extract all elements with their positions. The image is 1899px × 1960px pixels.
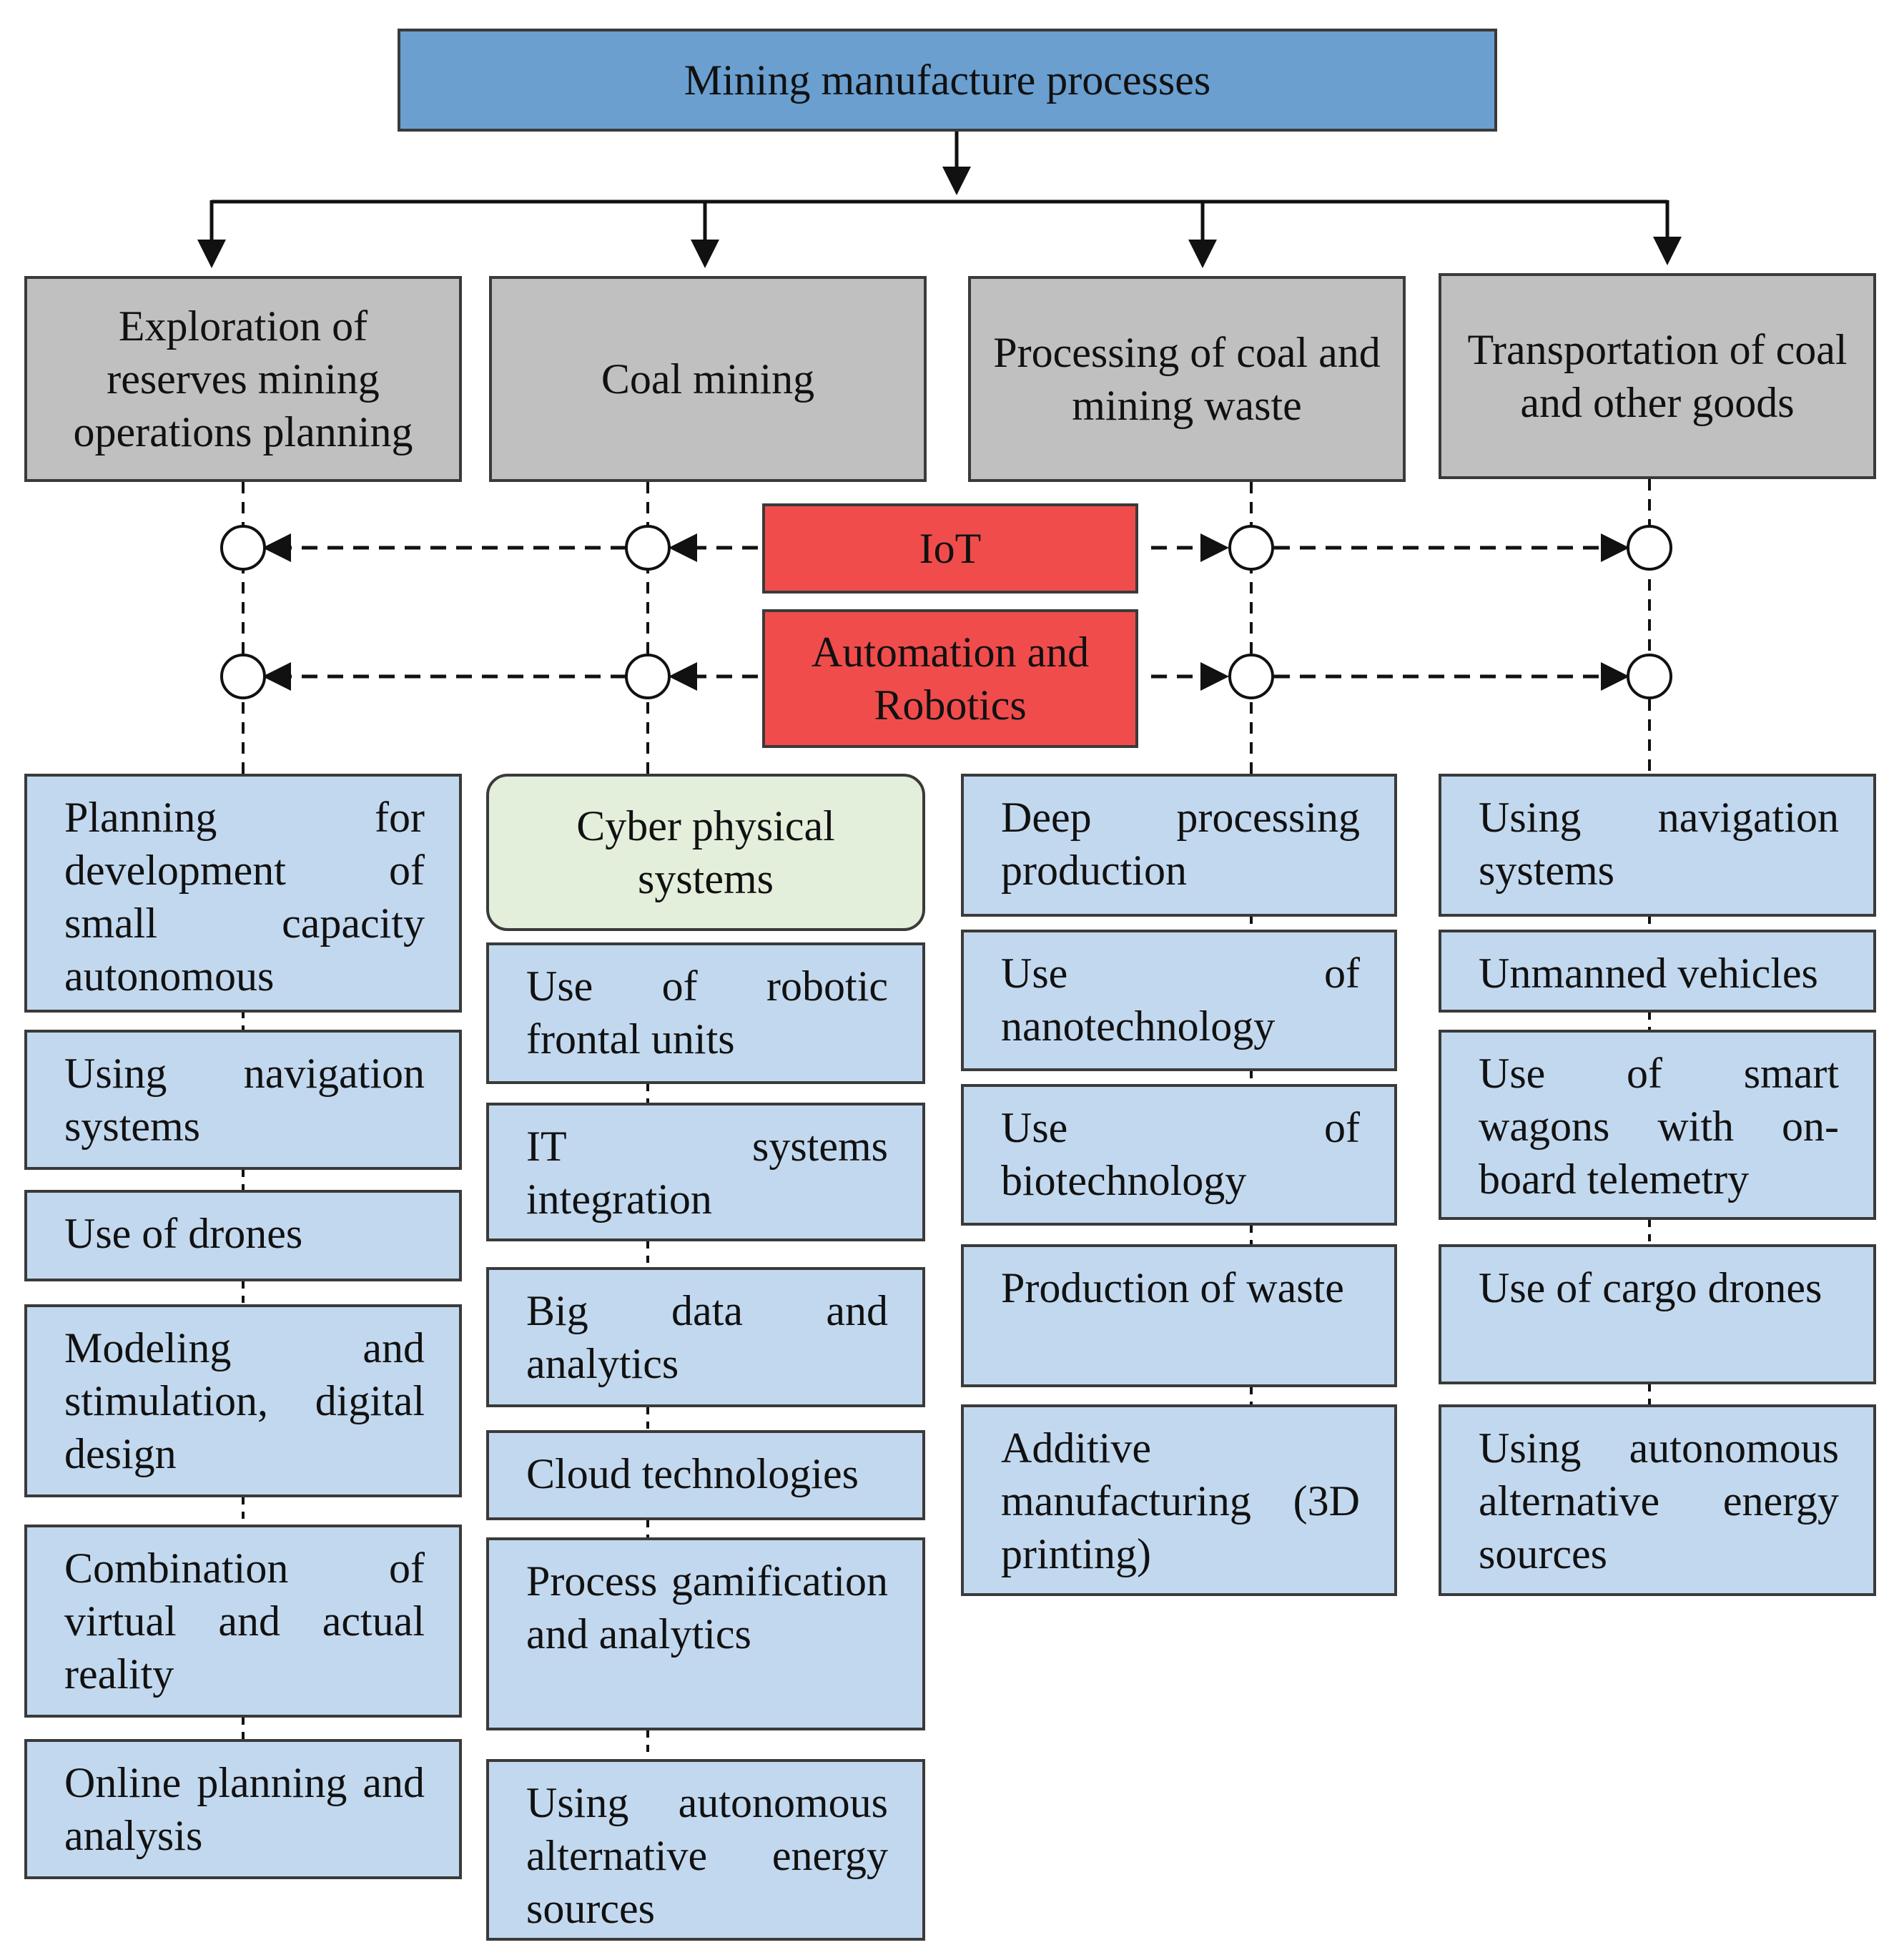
item-box: Using navigation systems (24, 1030, 462, 1170)
item-label: Use of cargo drones (1479, 1264, 1822, 1311)
node-circle (1228, 654, 1274, 699)
item-box: Use of biotechnology (961, 1084, 1397, 1226)
process-box-transportation: Transportation of coal and other goods (1439, 273, 1876, 479)
item-box: Production of waste (961, 1244, 1397, 1387)
item-label: Use of drones (64, 1210, 303, 1257)
process-box-coal-mining: Coal mining (489, 276, 927, 482)
item-box: Use of drones (24, 1190, 462, 1281)
node-circle (1228, 525, 1274, 571)
item-label: Use of biotechnology (1001, 1104, 1360, 1204)
item-box: Cloud technologies (486, 1430, 925, 1520)
item-box: Use of robotic frontal units (486, 942, 925, 1084)
item-box: Using navigation systems (1439, 774, 1876, 917)
item-box: Online planning and analysis (24, 1739, 462, 1879)
process-box-exploration: Exploration of reserves mining operation… (24, 276, 462, 482)
item-label: Online planning and analysis (64, 1759, 425, 1859)
item-box: Using autonomous alternative energy sour… (1439, 1404, 1876, 1596)
item-label: Use of nanotechnology (1001, 950, 1360, 1050)
node-circle (1627, 525, 1672, 571)
item-label: Using autonomous alternative energy sour… (1479, 1424, 1839, 1577)
item-label: Production of waste (1001, 1264, 1344, 1311)
node-circle (1627, 654, 1672, 699)
item-label: Additive manufacturing (3D printing) (1001, 1424, 1360, 1577)
item-label: Using navigation systems (64, 1050, 425, 1150)
item-label: Using navigation systems (1479, 794, 1839, 894)
item-box: Additive manufacturing (3D printing) (961, 1404, 1397, 1596)
item-label: Cloud technologies (526, 1450, 859, 1497)
item-label: Modeling and stimulation, digital design (64, 1324, 425, 1477)
technology-box-automation-robotics: Automation and Robotics (762, 609, 1138, 748)
item-box: Using autonomous alternative energy sour… (486, 1759, 925, 1941)
node-circle (220, 525, 266, 571)
process-label: Exploration of reserves mining operation… (73, 302, 413, 455)
item-box: Deep processing production (961, 774, 1397, 917)
item-box: Use of nanotechnology (961, 930, 1397, 1071)
item-label: Process gamification and analytics (526, 1557, 888, 1658)
item-label: Use of robotic frontal units (526, 962, 888, 1063)
cyber-physical-systems-box: Cyber physical systems (486, 774, 925, 931)
process-label: Transportation of coal and other goods (1467, 326, 1848, 426)
process-label: Processing of coal and mining waste (993, 329, 1381, 429)
item-label: Planning for development of small capaci… (64, 794, 425, 1000)
process-label: Coal mining (601, 355, 815, 403)
item-label: Deep processing production (1001, 794, 1360, 894)
item-label: Using autonomous alternative energy sour… (526, 1779, 888, 1932)
node-circle (625, 525, 671, 571)
technology-box-iot: IoT (762, 503, 1138, 594)
item-box: Big data and analytics (486, 1267, 925, 1407)
item-label: IT systems integration (526, 1123, 888, 1223)
item-box: Process gamification and analytics (486, 1537, 925, 1730)
item-box: Modeling and stimulation, digital design (24, 1304, 462, 1497)
root-label: Mining manufacture processes (684, 56, 1211, 104)
technology-label: Automation and Robotics (811, 629, 1090, 729)
node-circle (220, 654, 266, 699)
node-circle (625, 654, 671, 699)
item-box: Planning for development of small capaci… (24, 774, 462, 1013)
process-box-processing: Processing of coal and mining waste (968, 276, 1406, 482)
item-label: Big data and analytics (526, 1287, 888, 1387)
item-label: Combination of virtual and actual realit… (64, 1545, 425, 1698)
item-box: Unmanned vehicles (1439, 930, 1876, 1013)
item-label: Use of smart wagons with on-board teleme… (1479, 1050, 1839, 1203)
item-box: Use of smart wagons with on-board teleme… (1439, 1030, 1876, 1220)
item-box: Use of cargo drones (1439, 1244, 1876, 1384)
item-box: IT systems integration (486, 1103, 925, 1241)
root-box: Mining manufacture processes (398, 29, 1497, 132)
item-box: Combination of virtual and actual realit… (24, 1525, 462, 1718)
header-label: Cyber physical systems (576, 802, 835, 902)
technology-label: IoT (919, 525, 982, 572)
item-label: Unmanned vehicles (1479, 950, 1818, 997)
